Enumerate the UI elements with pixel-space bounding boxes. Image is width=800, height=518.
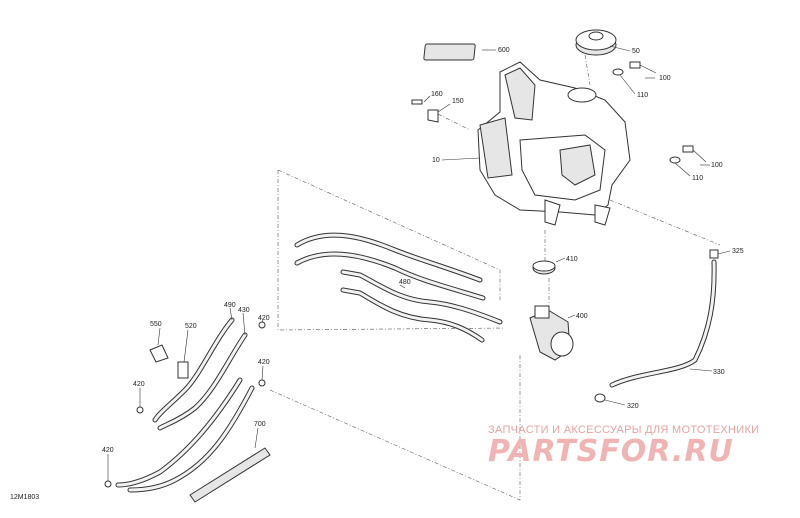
drawing-code: 12M1803 <box>10 494 40 501</box>
decal <box>423 43 476 61</box>
callout-100-lower: 100 <box>711 162 723 169</box>
callout-430: 430 <box>238 307 250 314</box>
callout-110-upper: 110 <box>637 92 648 99</box>
watermark: ЗАПЧАСТИ И АКСЕССУАРЫ ДЛЯ МОТОТЕХНИКИ PA… <box>488 424 788 468</box>
callout-160: 160 <box>431 91 443 98</box>
callout-100-upper: 100 <box>659 75 671 82</box>
callout-550: 550 <box>150 321 162 328</box>
part-callouts: 600 50 100 110 100 110 160 150 10 410 40… <box>102 47 744 454</box>
callout-700: 700 <box>254 421 266 428</box>
hose-330 <box>609 249 719 388</box>
hose-set-left <box>115 317 271 503</box>
bolt-washer-upper <box>612 61 657 76</box>
clamp-320 <box>594 393 606 403</box>
bolt-washer-lower <box>669 145 707 164</box>
callout-50: 50 <box>632 48 640 55</box>
fuel-pump <box>529 305 574 361</box>
watermark-logo: PARTSFOR.RU <box>488 434 734 469</box>
fittings-left <box>104 321 266 488</box>
callout-150: 150 <box>452 98 464 105</box>
callout-520: 520 <box>185 323 197 330</box>
callout-10: 10 <box>432 157 440 164</box>
callout-420-a: 420 <box>258 315 270 322</box>
callout-490: 490 <box>224 302 236 309</box>
fuel-tank <box>477 61 631 226</box>
bracket <box>411 99 439 123</box>
callout-330: 330 <box>713 369 725 376</box>
callout-325: 325 <box>732 248 744 255</box>
callout-480: 480 <box>399 279 411 286</box>
callout-320: 320 <box>627 403 639 410</box>
callout-400: 400 <box>576 313 588 320</box>
hose-480-set <box>294 232 503 343</box>
callout-410: 410 <box>566 256 578 263</box>
clamp <box>532 260 556 275</box>
callout-110-lower: 110 <box>692 175 703 182</box>
callout-420-c: 420 <box>133 381 145 388</box>
callout-420-d: 420 <box>102 447 114 454</box>
leader-lines <box>107 45 731 481</box>
callout-600: 600 <box>498 47 510 54</box>
fuel-cap <box>575 29 617 56</box>
assembly-guide-lines <box>269 54 721 501</box>
watermark-tagline: ЗАПЧАСТИ И АКСЕССУАРЫ ДЛЯ МОТОТЕХНИКИ <box>488 424 760 436</box>
callout-420-b: 420 <box>258 359 270 366</box>
